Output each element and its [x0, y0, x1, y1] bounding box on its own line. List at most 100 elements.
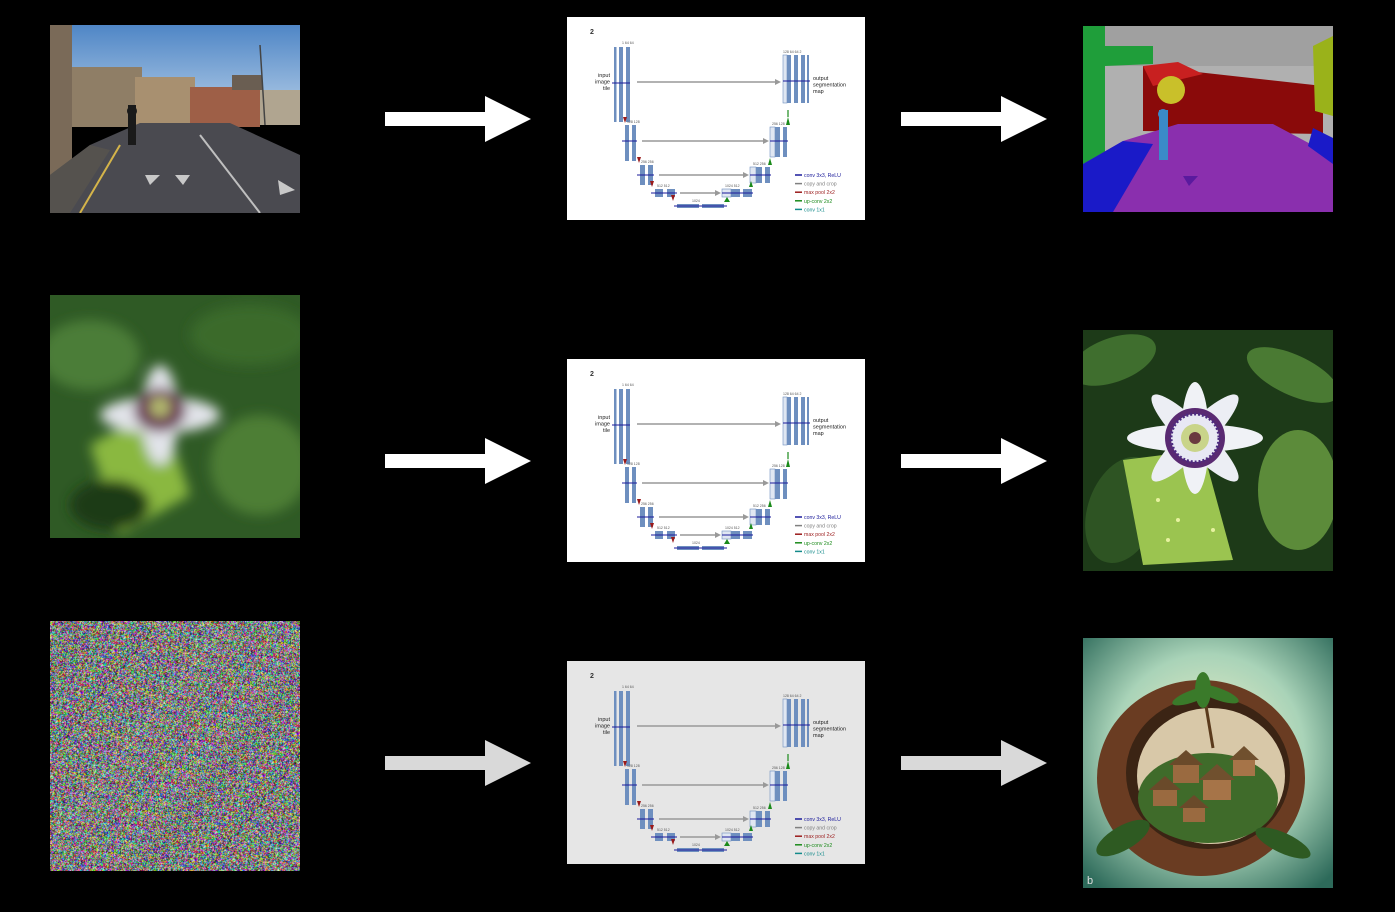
- page-number: 2: [590, 673, 594, 680]
- page-number: 2: [590, 29, 594, 36]
- encoder-level-1: [612, 691, 630, 766]
- encoder-level-4: [651, 189, 677, 197]
- sharp-flower-output: [1083, 330, 1333, 571]
- svg-text:1 64 64: 1 64 64: [622, 41, 634, 45]
- svg-text:128 128: 128 128: [627, 462, 640, 466]
- legend: conv 3x3, ReLU copy and crop max pool 2x2 u…: [795, 515, 841, 555]
- bottleneck: [674, 204, 727, 208]
- svg-text:512 512: 512 512: [657, 828, 670, 832]
- legend-label: up-conv 2x2: [804, 843, 832, 849]
- decoder-level-1: [782, 396, 810, 446]
- legend-label: copy and crop: [804, 524, 837, 530]
- svg-text:1024: 1024: [692, 541, 700, 545]
- svg-text:256 256: 256 256: [641, 804, 654, 808]
- decoder-level-2: [769, 468, 788, 500]
- legend: conv 3x3, ReLU copy and crop max pool 2x2 u…: [795, 817, 841, 857]
- decoder-level-1: [782, 54, 810, 104]
- arrow-right-icon: [901, 438, 1047, 489]
- legend-label: conv 3x3, ReLU: [804, 817, 841, 823]
- arrow-right-icon: [385, 740, 531, 791]
- decoder-level-3: [749, 166, 771, 184]
- bottleneck: [674, 848, 727, 852]
- svg-text:256 128: 256 128: [772, 766, 785, 770]
- decoder-level-2: [769, 126, 788, 158]
- arrow-shape: [385, 96, 531, 142]
- arrow-right-icon: [385, 96, 531, 147]
- svg-text:128 64 64 2: 128 64 64 2: [783, 694, 802, 698]
- encoder-level-2: [622, 769, 637, 805]
- encoder-level-1: [612, 47, 630, 122]
- svg-text:256 256: 256 256: [641, 160, 654, 164]
- encoder-level-3: [637, 165, 654, 185]
- svg-text:512 512: 512 512: [657, 184, 670, 188]
- svg-text:1024 512: 1024 512: [725, 184, 740, 188]
- decoder-level-3: [749, 810, 771, 828]
- blurry-flower-input: [50, 295, 300, 538]
- segmentation-map-output: [1083, 26, 1333, 212]
- decoder-level-4: [721, 832, 753, 842]
- encoder-level-3: [637, 809, 654, 829]
- encoder-level-1: [612, 389, 630, 464]
- legend-label: conv 1x1: [804, 207, 825, 213]
- arrow-right-icon: [901, 740, 1047, 791]
- legend-label: conv 1x1: [804, 549, 825, 555]
- legend-label: conv 3x3, ReLU: [804, 515, 841, 521]
- encoder-level-4: [651, 833, 677, 841]
- svg-text:256 256: 256 256: [641, 502, 654, 506]
- svg-text:128 64 64 2: 128 64 64 2: [783, 392, 802, 396]
- arrow-right-icon: [901, 96, 1047, 147]
- svg-text:1024: 1024: [692, 843, 700, 847]
- bottleneck: [674, 546, 727, 550]
- legend-label: copy and crop: [804, 826, 837, 832]
- svg-text:128 128: 128 128: [627, 764, 640, 768]
- svg-text:1024: 1024: [692, 199, 700, 203]
- svg-text:1024 512: 1024 512: [725, 828, 740, 832]
- coconut-scene-output: b: [1083, 638, 1333, 888]
- legend-label: max pool 2x2: [804, 834, 835, 840]
- watermark-text: b: [1087, 875, 1093, 887]
- arrow-right-icon: [385, 438, 531, 489]
- legend: conv 3x3, ReLU copy and crop max pool 2x2 u…: [795, 173, 841, 213]
- svg-text:1024 512: 1024 512: [725, 526, 740, 530]
- svg-text:512 256: 512 256: [753, 504, 766, 508]
- legend-label: up-conv 2x2: [804, 541, 832, 547]
- svg-text:256 128: 256 128: [772, 122, 785, 126]
- encoder-level-4: [651, 531, 677, 539]
- svg-text:512 256: 512 256: [753, 806, 766, 810]
- legend-label: conv 1x1: [804, 851, 825, 857]
- page-number: 2: [590, 371, 594, 378]
- legend-label: up-conv 2x2: [804, 199, 832, 205]
- random-noise-input: [50, 621, 300, 871]
- decoder-level-1: [782, 698, 810, 748]
- svg-text:128 128: 128 128: [627, 120, 640, 124]
- street-photo-input: [50, 25, 300, 213]
- decoder-level-4: [721, 530, 753, 540]
- decoder-level-4: [721, 188, 753, 198]
- encoder-level-2: [622, 467, 637, 503]
- encoder-level-3: [637, 507, 654, 527]
- svg-text:256 128: 256 128: [772, 464, 785, 468]
- svg-text:128 64 64 2: 128 64 64 2: [783, 50, 802, 54]
- legend-label: max pool 2x2: [804, 532, 835, 538]
- svg-text:1 64 64: 1 64 64: [622, 383, 634, 387]
- encoder-level-2: [622, 125, 637, 161]
- svg-text:512 512: 512 512: [657, 526, 670, 530]
- legend-label: max pool 2x2: [804, 190, 835, 196]
- legend-label: conv 3x3, ReLU: [804, 173, 841, 179]
- svg-text:1 64 64: 1 64 64: [622, 685, 634, 689]
- decoder-level-3: [749, 508, 771, 526]
- decoder-level-2: [769, 770, 788, 802]
- legend-label: copy and crop: [804, 182, 837, 188]
